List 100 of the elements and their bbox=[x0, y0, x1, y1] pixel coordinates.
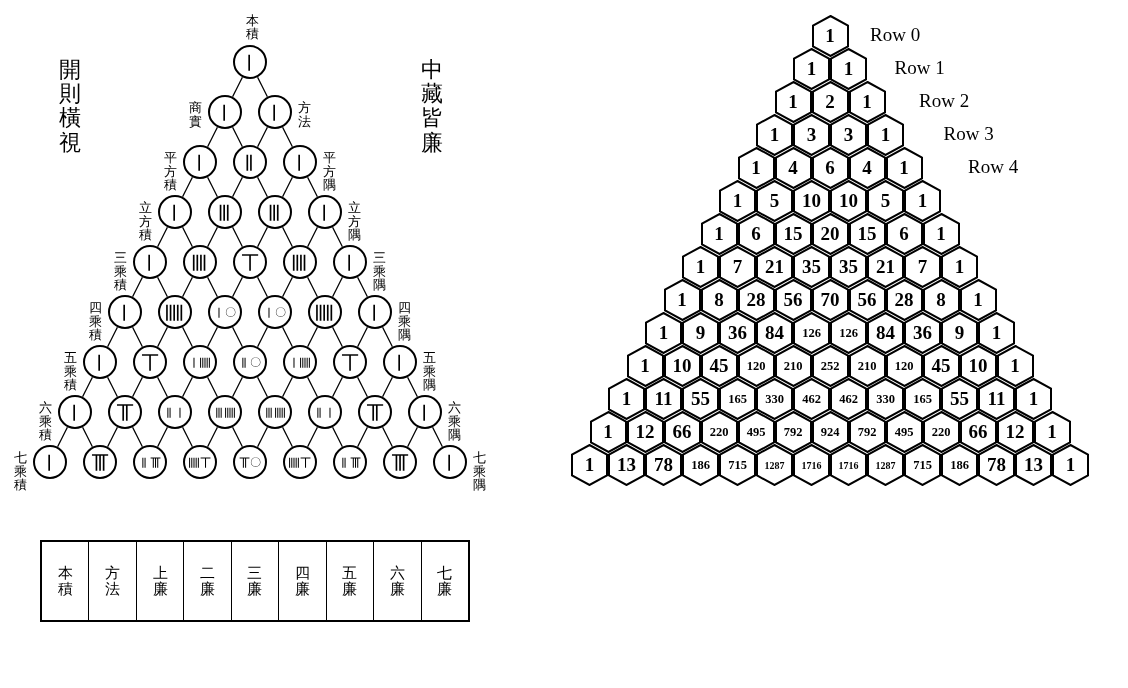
connector-line bbox=[106, 376, 119, 398]
rod-numeral: 𝍯 bbox=[115, 403, 135, 421]
row-label: Row 1 bbox=[894, 57, 945, 79]
hexagon-cell: 12 bbox=[996, 411, 1034, 453]
rod-numeral: 𝍩〇 bbox=[213, 306, 237, 318]
rod-numeral: 𝍫𝍭 bbox=[213, 406, 237, 418]
connector-line bbox=[181, 376, 194, 398]
hexagon-cell: 462 bbox=[830, 378, 867, 420]
hexagon-cell: 220 bbox=[922, 411, 960, 453]
hexagon-cell: 1716 bbox=[793, 444, 830, 486]
connector-line bbox=[256, 126, 269, 148]
rod-numeral: 𝍰 bbox=[390, 453, 410, 471]
hexagon-cell: 6 bbox=[811, 147, 849, 189]
hexagon-cell: 1 bbox=[737, 147, 775, 189]
connector-line bbox=[256, 226, 269, 248]
circle bbox=[208, 295, 242, 329]
rod-numeral: 𝍭𝍮 bbox=[288, 456, 312, 468]
connector-line bbox=[406, 426, 419, 448]
hexagon-cell: 715 bbox=[904, 444, 941, 486]
hexagon-cell: 21 bbox=[867, 246, 904, 288]
rod-numeral: 𝍬 bbox=[190, 253, 210, 271]
circle bbox=[83, 445, 117, 479]
circle bbox=[158, 395, 192, 429]
rod-numeral: 𝍩 bbox=[340, 253, 360, 271]
hexagon-cell: 210 bbox=[774, 345, 812, 387]
hexagon-cell: 1 bbox=[682, 246, 719, 288]
circle bbox=[133, 445, 167, 479]
connector-line bbox=[306, 226, 319, 248]
table-cell: 方法 bbox=[89, 542, 137, 620]
connector-line bbox=[356, 426, 369, 448]
connector-line bbox=[281, 326, 294, 348]
circle bbox=[258, 195, 292, 229]
hexagon-cell: 1 bbox=[885, 147, 923, 189]
connector-line bbox=[281, 276, 294, 298]
vertical-caption: 三乘隅 bbox=[372, 251, 387, 292]
connector-line bbox=[256, 426, 269, 448]
rod-numeral: 𝍩 bbox=[215, 103, 235, 121]
circle bbox=[133, 345, 167, 379]
hexagon-cell: 120 bbox=[885, 345, 923, 387]
rod-numeral: 𝍪𝍰 bbox=[138, 456, 162, 468]
connector-line bbox=[281, 176, 294, 198]
hexagon-cell: 15 bbox=[848, 213, 886, 255]
hexagon-cell: 3 bbox=[793, 114, 830, 156]
hexagon-cell: 126 bbox=[793, 312, 830, 354]
hexagon-cell: 6 bbox=[885, 213, 923, 255]
hexagon-cell: 1 bbox=[848, 81, 886, 123]
rod-numeral: 𝍭 bbox=[315, 303, 335, 321]
connector-line bbox=[331, 276, 344, 298]
rod-numeral: 𝍬 bbox=[290, 253, 310, 271]
connector-line bbox=[231, 76, 244, 98]
vertical-caption: 三乘積 bbox=[113, 251, 128, 292]
rod-numeral: 𝍫 bbox=[215, 203, 235, 221]
connector-line bbox=[381, 376, 394, 398]
hexagon-cell: 186 bbox=[941, 444, 978, 486]
hexagon-cell: 9 bbox=[941, 312, 978, 354]
rod-numeral: 𝍩 bbox=[415, 403, 435, 421]
connector-line bbox=[131, 276, 144, 298]
connector-line bbox=[131, 326, 144, 348]
connector-line bbox=[406, 376, 419, 398]
circle bbox=[283, 245, 317, 279]
hexagon-cell: 5 bbox=[867, 180, 904, 222]
circle bbox=[308, 395, 342, 429]
vertical-caption: 立方積 bbox=[138, 201, 153, 242]
connector-line bbox=[206, 126, 219, 148]
hexagon-cell: 1 bbox=[663, 279, 701, 321]
circle bbox=[233, 145, 267, 179]
circle bbox=[308, 295, 342, 329]
hexagon-cell: 792 bbox=[848, 411, 886, 453]
rod-numeral: 𝍩 bbox=[240, 53, 260, 71]
rod-numeral: 𝍩 bbox=[140, 253, 160, 271]
hexagon-cell: 11 bbox=[645, 378, 682, 420]
rod-numeral: 𝍩 bbox=[90, 353, 110, 371]
connector-line bbox=[256, 176, 269, 198]
hexagon-cell: 1 bbox=[996, 345, 1034, 387]
hexagon-cell: 5 bbox=[756, 180, 793, 222]
table-cell: 三廉 bbox=[231, 542, 280, 620]
connector-line bbox=[156, 226, 169, 248]
rod-numeral: 𝍪 bbox=[240, 153, 260, 171]
hexagon-cell: 6 bbox=[737, 213, 775, 255]
hexagon-cell: 495 bbox=[737, 411, 775, 453]
circle bbox=[358, 395, 392, 429]
row-label: Row 3 bbox=[943, 123, 994, 145]
rod-numeral: 𝍯〇 bbox=[238, 456, 262, 468]
circle bbox=[208, 195, 242, 229]
connector-line bbox=[131, 376, 144, 398]
hexagon-cell: 1 bbox=[830, 48, 867, 90]
vertical-caption: 七乘積 bbox=[13, 451, 28, 492]
table-cell: 上廉 bbox=[136, 542, 185, 620]
connector-line bbox=[331, 376, 344, 398]
vertical-caption: 本積 bbox=[245, 13, 260, 41]
connector-line bbox=[281, 426, 294, 448]
table-cell-text: 七廉 bbox=[436, 562, 454, 600]
vertical-caption: 七乘隅 bbox=[472, 451, 487, 492]
hexagon-cell: 252 bbox=[811, 345, 849, 387]
hexagon-cell: 1 bbox=[1052, 444, 1089, 486]
rod-numeral: 𝍪𝍩 bbox=[313, 406, 337, 418]
connector-line bbox=[156, 376, 169, 398]
rod-numeral: 𝍩 bbox=[390, 353, 410, 371]
connector-line bbox=[206, 276, 219, 298]
rod-numeral: 𝍫 bbox=[265, 203, 285, 221]
